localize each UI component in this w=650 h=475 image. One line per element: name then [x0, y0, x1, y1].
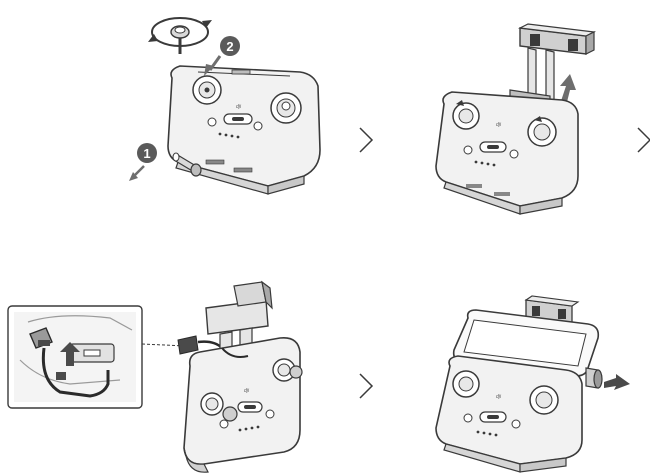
brand-logo: dji — [244, 388, 250, 394]
side-knob — [585, 367, 603, 389]
svg-text:2: 2 — [226, 39, 233, 54]
cable-detail-inset — [7, 305, 143, 409]
remote-controller: dji — [167, 65, 321, 195]
chevron-right-icon — [637, 127, 650, 153]
arrow-icon — [560, 74, 576, 106]
step-4-illustration: dji — [435, 295, 630, 473]
step-3-illustration: dji — [7, 280, 303, 473]
control-stick-cap — [170, 25, 190, 54]
svg-text:1: 1 — [143, 146, 150, 161]
detached-control-stick — [172, 152, 202, 177]
phone-holder-extended — [509, 23, 597, 117]
step-2-illustration: dji — [435, 23, 597, 215]
remote-controller: dji — [183, 336, 303, 473]
step-badge-2: 2 — [204, 36, 240, 76]
brand-logo: dji — [496, 394, 502, 400]
step-1-illustration: dji 2 1 — [129, 17, 321, 195]
brand-logo: dji — [236, 104, 242, 110]
chevron-right-icon — [359, 127, 374, 153]
arrow-icon — [604, 374, 630, 390]
remote-controller: dji — [435, 91, 579, 215]
step-badge-1: 1 — [129, 143, 157, 181]
remote-controller: dji — [435, 355, 583, 473]
chevron-right-icon — [359, 373, 374, 399]
brand-logo: dji — [496, 122, 502, 128]
